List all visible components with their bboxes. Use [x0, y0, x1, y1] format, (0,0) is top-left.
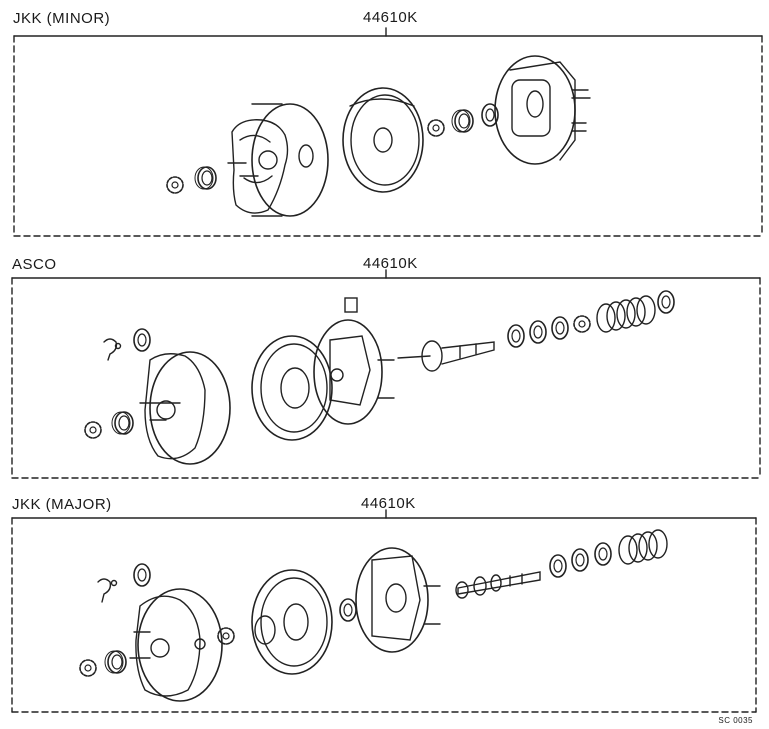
section-frame-asco [11, 269, 761, 479]
spring-stack-major [618, 529, 668, 565]
section-label-jkk-major: JKK (MAJOR) [12, 496, 112, 513]
section-frame-jkk-minor [13, 27, 763, 237]
section-label-jkk-minor: JKK (MINOR) [13, 10, 111, 27]
diaphragm-major [251, 569, 333, 675]
section-frame-jkk-major [11, 509, 757, 713]
spring-stack-asco [596, 295, 656, 333]
section-label-asco: ASCO [12, 256, 57, 273]
push-rod-asco [397, 340, 495, 372]
front-shell-minor [227, 103, 329, 217]
front-shell-asco [139, 351, 231, 465]
rear-plate-asco [313, 297, 395, 425]
part-code-jkk-minor: 44610K [363, 9, 418, 26]
diaphragm-asco [251, 335, 333, 441]
diaphragm-minor [342, 87, 424, 193]
rear-shell-minor [494, 55, 591, 165]
push-rod-major [455, 571, 541, 599]
drawing-reference-code: SC 0035 [718, 716, 753, 725]
front-shell-major [129, 588, 223, 702]
rear-plate-major [355, 547, 441, 653]
part-code-jkk-major: 44610K [361, 495, 416, 512]
part-code-asco: 44610K [363, 255, 418, 272]
